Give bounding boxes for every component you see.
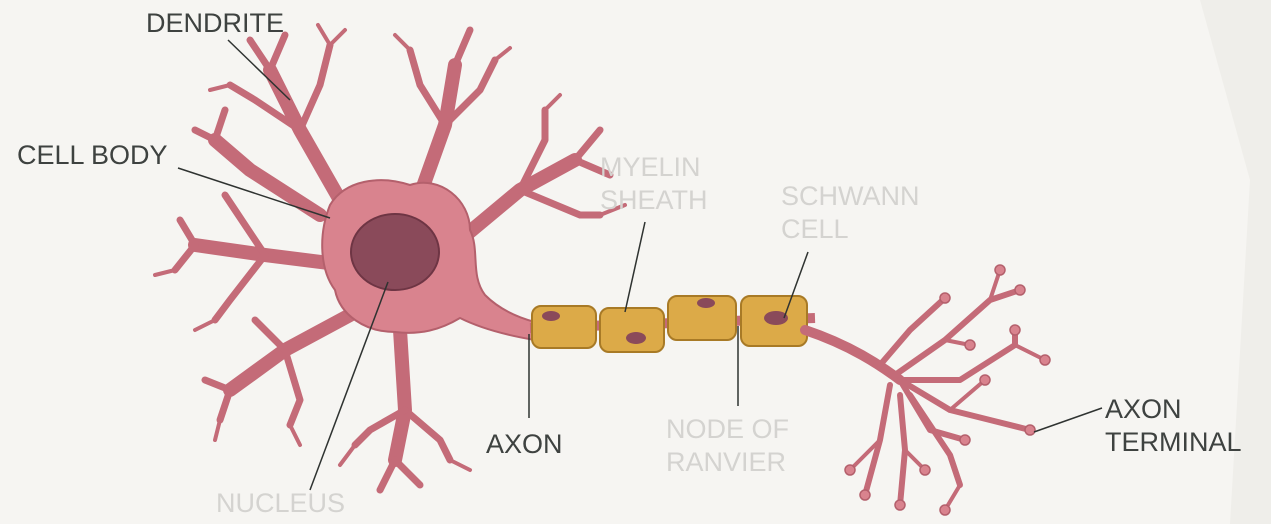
dendrite-label: DENDRITE	[146, 7, 284, 40]
node-of-ranvier-label-line-2: RANVIER	[666, 446, 789, 479]
axon-label: AXON	[486, 428, 563, 461]
myelin-sheath-leader-line	[625, 222, 645, 312]
axon-terminal-label-line-1: AXON	[1105, 393, 1242, 426]
nucleus-shape	[351, 214, 439, 290]
schwann-cell-1	[532, 306, 596, 348]
schwann-cell-label-line-2: CELL	[781, 213, 920, 246]
axon-terminal-label-line-2: TERMINAL	[1105, 426, 1242, 459]
schwann-cell-label-line-1: SCHWANN	[781, 180, 920, 213]
nucleus-label: NUCLEUS	[216, 487, 345, 520]
axon-terminal-label: AXON TERMINAL	[1105, 393, 1242, 459]
node-of-ranvier-label-line-1: NODE OF	[666, 413, 789, 446]
terminal-buttons	[845, 265, 1050, 515]
axon-terminal-leader-line	[1034, 408, 1102, 432]
schwann-cell-label: SCHWANN CELL	[781, 180, 920, 246]
myelin-sheath-label-line-2: SHEATH	[600, 184, 708, 217]
node-of-ranvier-label: NODE OF RANVIER	[666, 413, 789, 479]
cell-body-label: CELL BODY	[17, 139, 168, 172]
schwann-nucleus-2	[626, 332, 646, 344]
myelin-sheath-label-line-1: MYELIN	[600, 151, 708, 184]
myelin-segments	[532, 296, 807, 352]
schwann-cell-2	[600, 308, 664, 352]
schwann-nucleus-1	[542, 311, 560, 321]
myelin-sheath-label: MYELIN SHEATH	[600, 151, 708, 217]
schwann-nucleus-3	[697, 298, 715, 308]
